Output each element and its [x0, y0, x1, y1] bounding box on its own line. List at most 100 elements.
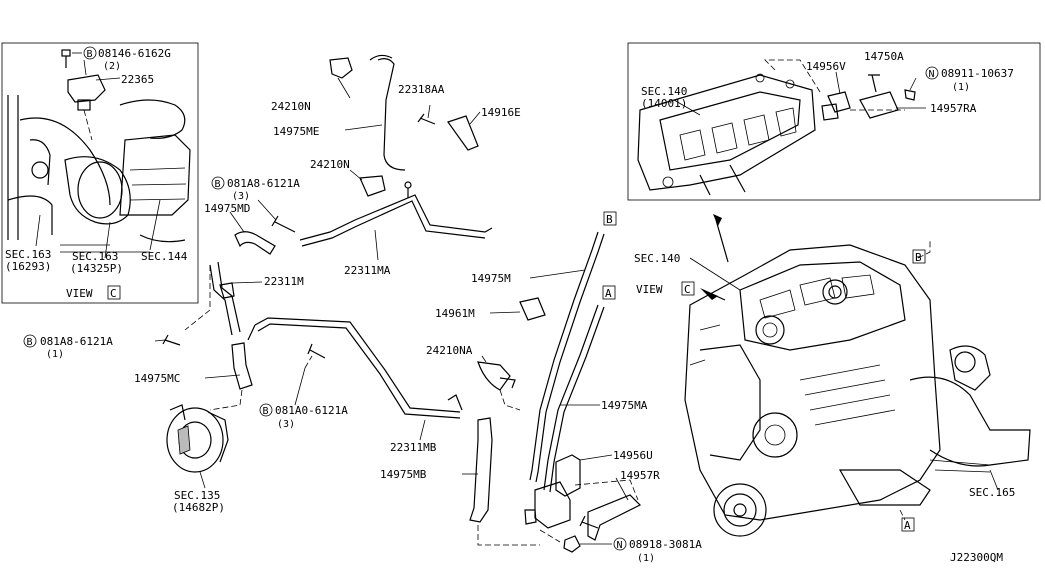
solenoid-14956v — [821, 91, 851, 121]
hose-14975mb — [469, 417, 493, 523]
label-14961m: 14961M — [435, 307, 475, 320]
ref-box-a-center: A — [602, 285, 616, 300]
b-badge-081a0-letter: B — [263, 406, 269, 417]
hose-14975m — [529, 231, 599, 481]
hose-14975mc — [231, 342, 253, 390]
tube-14975me — [377, 58, 406, 171]
bracket-14957r — [587, 494, 642, 541]
label-sec144: SEC.144 — [141, 250, 188, 263]
bolt-22365-assembly — [61, 49, 106, 141]
clip-24210n-top — [329, 57, 353, 79]
b-badge-letter: B — [87, 49, 93, 60]
n-badge-08918: N — [613, 537, 627, 551]
solenoid-14956u — [524, 454, 581, 529]
label-14975m: 14975M — [471, 272, 511, 285]
label-08911-10637: 08911-10637 — [941, 67, 1014, 80]
label-sec163-a-sub: (16293) — [5, 260, 51, 273]
label-081a8-left-qty: (1) — [46, 349, 64, 360]
label-14956v: 14956V — [806, 60, 846, 73]
n-badge-08918-letter: N — [617, 540, 623, 551]
label-14975ma: 14975MA — [601, 399, 648, 412]
label-sec165: SEC.165 — [969, 486, 1015, 499]
label-14916e: 14916E — [481, 106, 521, 119]
intake-manifold-sketch — [637, 59, 821, 196]
pipe-22311ma — [299, 194, 493, 241]
ref-box-b-engine: B — [912, 249, 926, 264]
label-22311m: 22311M — [264, 275, 304, 288]
vacuum-pump-sec135 — [166, 404, 229, 473]
diagram-code: J22300QM — [950, 551, 1003, 564]
label-sec163-b: SEC.163 — [72, 250, 118, 263]
label-14957r: 14957R — [620, 469, 660, 482]
label-sec140-right: SEC.140 — [634, 252, 680, 265]
arrow-to-sec140 — [715, 219, 729, 263]
label-22311ma: 22311MA — [344, 264, 391, 277]
label-081a8-top-qty: (3) — [232, 191, 250, 202]
b-badge-081a8-left: B — [23, 334, 37, 348]
ref-box-b-center: B — [603, 211, 617, 226]
inset-frame — [1, 42, 199, 304]
label-24210n-mid: 24210N — [310, 158, 350, 171]
label-sec140-top-sub: (14001) — [641, 97, 687, 110]
box-c-right: C — [681, 281, 695, 296]
crank-pulley — [713, 483, 767, 537]
ref-box-a-engine: A — [901, 517, 915, 532]
hose-14975md — [234, 231, 276, 255]
label-22365: 22365 — [121, 73, 154, 86]
label-14975me: 14975ME — [273, 125, 319, 138]
label-14957ra: 14957RA — [930, 102, 977, 115]
clip-24210na — [477, 361, 511, 391]
bolt-22318aa — [417, 113, 436, 125]
label-24210n-top: 24210N — [271, 100, 311, 113]
label-14975md: 14975MD — [204, 202, 250, 215]
view-c-inset: B 08146-6162G (2) 22365 SEC.163 (16293) … — [1, 42, 199, 304]
engine-assembly — [684, 240, 1031, 537]
sec140-inset-frame — [627, 42, 1041, 201]
label-sec135: SEC.135 — [174, 489, 220, 502]
b-badge-081a8-left-letter: B — [27, 337, 33, 348]
right-center-parts — [477, 214, 729, 553]
bolt-081a0 — [307, 343, 326, 359]
pipe-22311mb — [254, 317, 461, 413]
label-08918-3081a: 08918-3081A — [629, 538, 702, 551]
clip-24210n-mid — [359, 175, 386, 197]
b-badge-081a8-top: B — [211, 176, 225, 190]
label-081a0-6121a: 081A0-6121A — [275, 404, 348, 417]
label-sec163-a: SEC.163 — [5, 248, 51, 261]
label-081a0-qty: (3) — [277, 419, 295, 430]
bolt-081a8-top — [271, 215, 296, 233]
label-081a8-top: 081A8-6121A — [227, 177, 300, 190]
label-sec140-top: SEC.140 — [641, 85, 687, 98]
lower-left-parts — [154, 317, 540, 546]
label-view-left: VIEW — [66, 287, 93, 300]
n-badge-08911-letter: N — [929, 69, 935, 80]
clip-14961m — [519, 297, 546, 321]
b-badge-081a8-top-letter: B — [215, 179, 221, 190]
bracket-14957ra — [859, 91, 899, 119]
bolt-08918 — [579, 515, 599, 529]
label-08146-qty: (2) — [103, 61, 121, 72]
label-sec163-b-sub: (14325P) — [70, 262, 123, 275]
hose-14975ma — [543, 304, 599, 491]
b-badge-08146: B — [83, 46, 97, 60]
label-08146-6162g: 08146-6162G — [98, 47, 171, 60]
label-22318aa: 22318AA — [398, 83, 445, 96]
ref-box-b-engine-letter: B — [915, 251, 922, 264]
box-c-left-letter: C — [110, 287, 117, 300]
label-14956u: 14956U — [613, 449, 653, 462]
b-badge-081a0: B — [259, 403, 273, 417]
label-22311mb: 22311MB — [390, 441, 437, 454]
label-08911-qty: (1) — [952, 82, 970, 93]
label-sec135-sub: (14682P) — [172, 501, 225, 514]
label-14975mc: 14975MC — [134, 372, 180, 385]
box-c-left: C — [107, 285, 121, 300]
bolt-081a8-left — [162, 334, 181, 346]
inset-engine-sketch — [7, 95, 191, 253]
ref-box-a-center-letter: A — [605, 287, 612, 300]
ref-box-a-engine-letter: A — [904, 519, 911, 532]
ref-box-b-center-letter: B — [606, 213, 613, 226]
n-badge-08911: N — [925, 66, 939, 80]
upper-middle-parts — [184, 54, 493, 336]
bolt-14750a — [868, 74, 880, 93]
